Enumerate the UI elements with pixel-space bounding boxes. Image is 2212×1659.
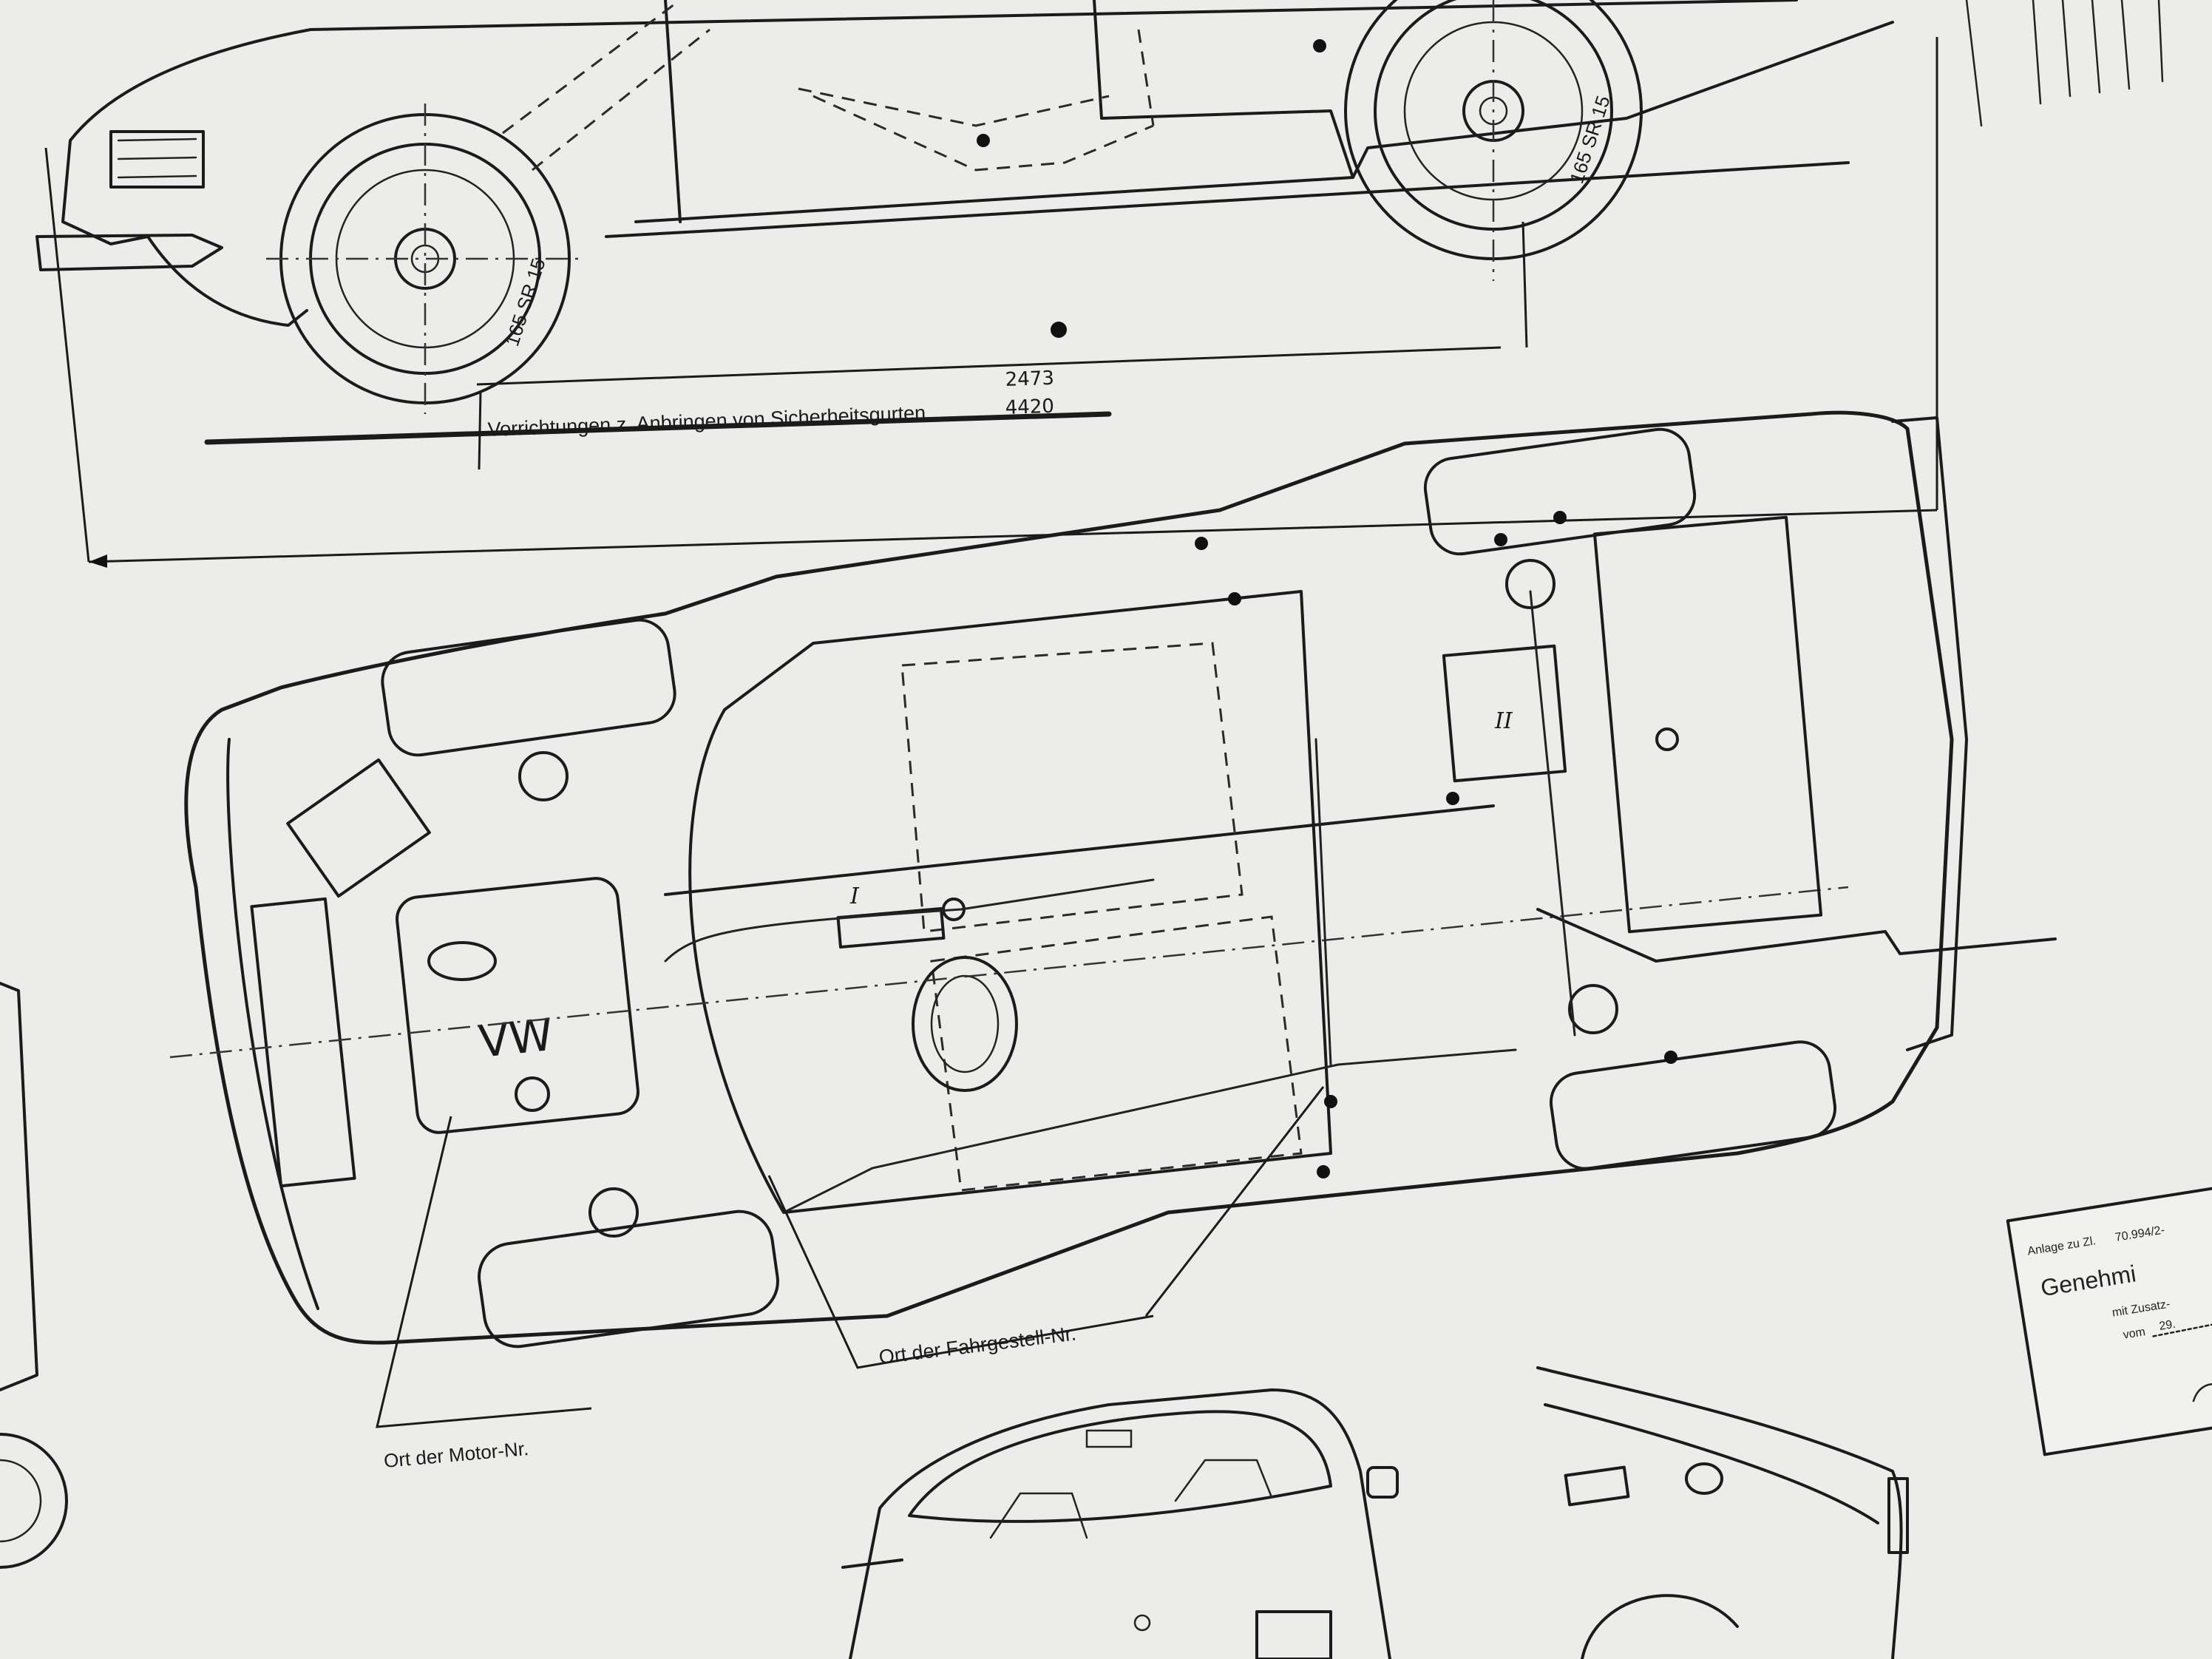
ground-line [204, 411, 1112, 445]
left-wheel-fragment [0, 1433, 68, 1569]
side-view: 2473 4420 Vorrichtungen z. Anbringen von… [35, 0, 2164, 568]
radiator [250, 897, 356, 1188]
rear-coil-right [1568, 984, 1618, 1034]
overall-length-dimension: 4420 [44, 37, 1938, 568]
overall-length-value: 4420 [1005, 396, 1054, 419]
engine-oil-cap [515, 1076, 550, 1112]
fuel-tank [912, 956, 1018, 1092]
front-bumper [35, 234, 223, 271]
stamp-date-value: 29. [2158, 1318, 2177, 1333]
center-axis [169, 886, 1849, 1059]
edge-dimension-ticks [1965, 0, 2164, 127]
stamp-signature-mark [2192, 1376, 2212, 1402]
marker-two-box [1442, 644, 1567, 783]
engine-emblem: VW [476, 1009, 555, 1068]
rear-window [908, 1410, 1332, 1523]
drive-shaft [664, 804, 1495, 896]
marker-two: II [1494, 708, 1513, 734]
rear-brake-light [1085, 1429, 1133, 1448]
belt-anchor-dot [977, 134, 990, 147]
front-coil-left [518, 751, 569, 801]
engine-number-label: Ort der Motor-Nr. [383, 1437, 529, 1472]
wheelbase-dimension: 2473 [476, 221, 1528, 470]
side-rear-outline [1536, 1366, 1903, 1659]
chassis-number-label: Ort der Fahrgestell-Nr. [878, 1322, 1077, 1368]
rear-bumper [1891, 416, 1968, 1051]
side-rear-wheelarch [1581, 1594, 1739, 1659]
front-left-wheel [381, 618, 676, 757]
rear-coil-left [1505, 559, 1555, 609]
front-coil-right [588, 1187, 639, 1238]
front-tire-label: 165 SR 15 [501, 256, 550, 349]
rear-headrests [989, 1459, 1273, 1539]
side-door-lines [664, 0, 1354, 223]
plan-view: VW I II [169, 410, 2057, 1472]
seatbelt-marker-dot [1051, 322, 1067, 338]
marker-one: I [849, 883, 860, 909]
engine-block [396, 877, 639, 1134]
central-tunnel [688, 590, 1332, 1214]
trunk-floor [1592, 515, 1823, 934]
rear-wheel [1344, 0, 1643, 281]
seatbelt-label: Vorrichtungen z. Anbringen von Sicherhei… [487, 401, 926, 441]
stamp-frame [2006, 1184, 2212, 1456]
fuel-cap [1685, 1462, 1723, 1495]
wheelbase-value: 2473 [1005, 367, 1054, 391]
plan-front-inner [226, 738, 319, 1310]
side-belt-lines [502, 0, 710, 172]
belt-anchor-dot-rear [1313, 39, 1326, 52]
battery-plate [286, 758, 431, 898]
rear-view [841, 1388, 1399, 1659]
side-rear-taillight [1887, 1477, 1909, 1554]
engine-number-leader [376, 1116, 592, 1428]
side-rear-beltline [1544, 1403, 1879, 1524]
approval-stamp: Anlage zu Zl. 70.994/2- Genehmi mit Zusa… [2006, 1184, 2212, 1456]
rear-mirror [1366, 1466, 1399, 1499]
front-wheel [266, 104, 584, 414]
side-rear-vent [1564, 1465, 1630, 1507]
chassis-number-leader [767, 1086, 1325, 1369]
brake-lines [664, 590, 1576, 1214]
rear-left-wheel [1423, 427, 1697, 556]
rear-right-wheel [1549, 1040, 1837, 1170]
rear-view-outline [849, 1388, 1391, 1659]
side-rear-view [1536, 1366, 1909, 1659]
front-right-wheel [478, 1210, 779, 1348]
exhaust-pipe [1536, 908, 2057, 963]
headlight [109, 130, 205, 189]
left-edge-fragments [0, 982, 68, 1569]
left-fragment-outline [0, 982, 38, 1391]
stamp-date-prefix: vom [2123, 1326, 2147, 1342]
rear-license-area [1255, 1610, 1332, 1659]
rear-lock [1133, 1614, 1151, 1632]
mounting-dots [1195, 511, 1677, 1178]
cabin-floor-outline [900, 642, 1303, 1192]
marker-one-box [836, 906, 946, 949]
side-seat-outline [798, 29, 1155, 172]
side-sill [605, 161, 1850, 238]
air-filter [427, 941, 497, 981]
rear-center-mark [1655, 727, 1679, 751]
